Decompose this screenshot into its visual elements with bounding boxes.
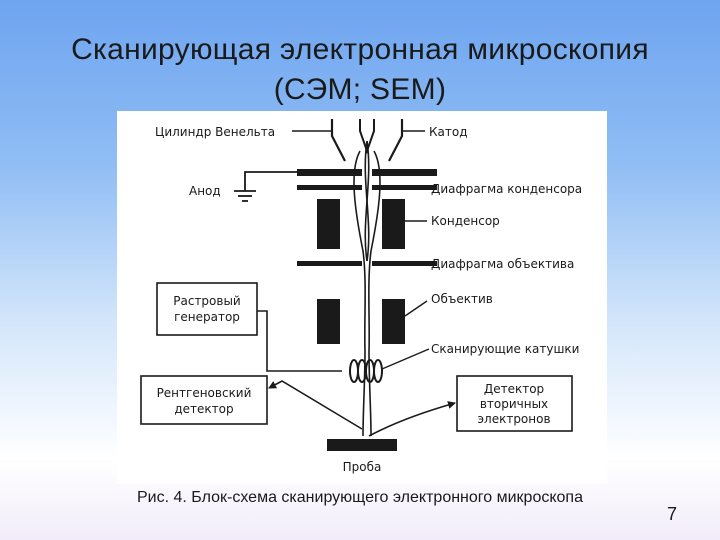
sem-diagram: Цилиндр Венельта Катод Анод Диафрагма ко… — [117, 111, 607, 484]
slide-title-line-2: (СЭМ; SEM) — [273, 73, 447, 106]
cathode — [359, 119, 375, 155]
condenser-lens-left — [317, 199, 340, 249]
figure-caption: Рис. 4. Блок-схема сканирующего электрон… — [137, 489, 583, 506]
condenser-aperture-left — [297, 185, 362, 190]
condenser-lens-right — [382, 199, 405, 249]
leader-lines — [292, 130, 437, 370]
label-xray-detector-2: детектор — [174, 402, 233, 416]
slide-title: Сканирующая электронная микроскопия (СЭМ… — [0, 30, 720, 110]
label-condenser-aperture: Диафрагма конденсора — [431, 182, 582, 196]
label-secondary-detector-2: вторичных — [480, 397, 548, 411]
label-objective-aperture: Диафрагма объектива — [431, 257, 574, 271]
raster-generator-box — [156, 282, 258, 336]
label-secondary-detector-3: электронов — [477, 412, 550, 426]
page-number: 7 — [666, 504, 677, 524]
xray-arrow — [268, 380, 363, 430]
secondary-electrons-arrow — [368, 401, 456, 437]
label-raster-generator-2: генератор — [174, 310, 240, 324]
scanning-coils — [349, 359, 383, 383]
wehnelt-cylinder — [330, 119, 404, 162]
label-condenser: Конденсор — [431, 214, 500, 228]
objective-lens-right — [382, 299, 405, 344]
condenser-aperture-right — [372, 185, 437, 190]
label-xray-detector-1: Рентгеновский — [157, 386, 252, 400]
sample-stage — [327, 439, 397, 451]
objective-lens-left — [317, 299, 340, 344]
label-sample: Проба — [343, 460, 382, 474]
label-anode: Анод — [189, 184, 221, 198]
raster-to-coils-line — [257, 310, 342, 372]
anode-plate-left — [297, 169, 362, 176]
objective-aperture-left — [297, 261, 362, 266]
label-objective: Объектив — [431, 292, 493, 306]
label-scan-coils: Сканирующие катушки — [431, 342, 579, 356]
label-cathode: Катод — [429, 125, 468, 139]
anode-plate-right — [372, 169, 437, 176]
electron-beam — [353, 140, 381, 437]
label-raster-generator-1: Растровый — [173, 294, 240, 308]
ground-symbol — [234, 171, 297, 202]
slide-title-line-1: Сканирующая электронная микроскопия — [71, 33, 649, 66]
objective-aperture-right — [372, 261, 437, 266]
label-wehnelt: Цилиндр Венельта — [155, 125, 275, 139]
secondary-detector-box — [456, 375, 573, 432]
xray-detector-box — [140, 375, 268, 425]
label-secondary-detector-1: Детектор — [484, 382, 544, 396]
